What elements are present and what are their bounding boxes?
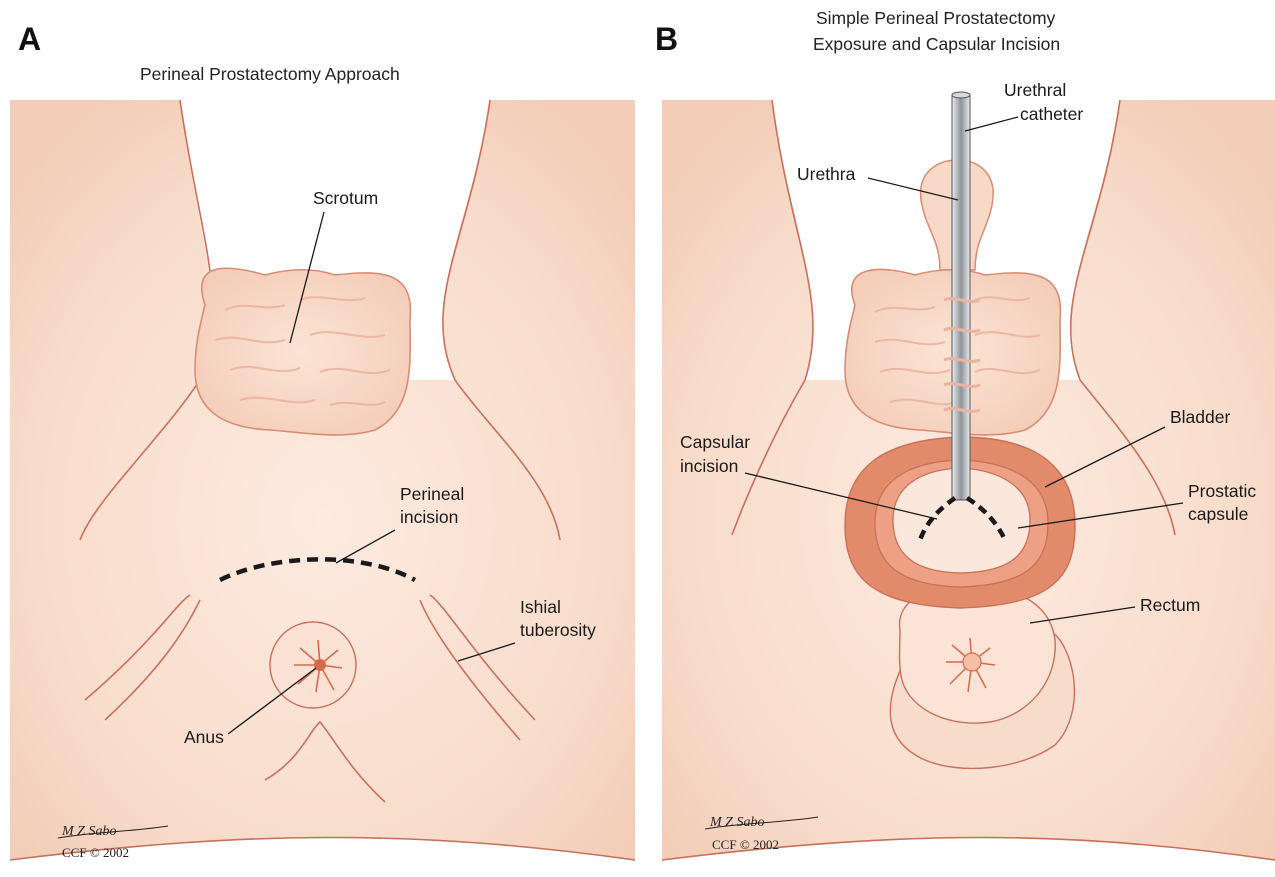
label-urethra: Urethra [797, 164, 856, 184]
panel-b-signature: M Z Sabo [709, 815, 764, 830]
panel-b-title-line2: Exposure and Capsular Incision [813, 34, 1060, 54]
label-urethral-2: catheter [1020, 104, 1083, 124]
panel-b-copyright: CCF © 2002 [712, 837, 779, 852]
label-perineal-2: incision [400, 507, 458, 527]
rectum-center [963, 653, 981, 671]
label-ishial-2: tuberosity [520, 620, 596, 640]
panel-a-letter: A [18, 21, 41, 57]
panel-b: B Simple Perineal Prostatectomy Exposure… [655, 8, 1275, 877]
label-perineal-1: Perineal [400, 484, 464, 504]
anus-center [314, 659, 326, 671]
label-prostatic-1: Prostatic [1188, 481, 1256, 501]
label-anus: Anus [184, 727, 224, 747]
label-rectum: Rectum [1140, 595, 1200, 615]
catheter-tip [952, 92, 970, 98]
panel-a: A Perineal Prostatectomy Approach Scrotu… [10, 21, 635, 877]
label-bladder: Bladder [1170, 407, 1230, 427]
panel-a-title: Perineal Prostatectomy Approach [140, 64, 400, 84]
label-prostatic-2: capsule [1188, 504, 1248, 524]
label-capsular-1: Capsular [680, 432, 750, 452]
label-ishial-1: Ishial [520, 597, 561, 617]
panel-a-signature: M Z Sabo [61, 824, 116, 839]
label-urethral-1: Urethral [1004, 80, 1066, 100]
panel-b-letter: B [655, 21, 678, 57]
label-scrotum: Scrotum [313, 188, 378, 208]
label-capsular-2: incision [680, 456, 738, 476]
panel-b-title-line1: Simple Perineal Prostatectomy [816, 8, 1056, 28]
panel-a-copyright: CCF © 2002 [62, 845, 129, 860]
